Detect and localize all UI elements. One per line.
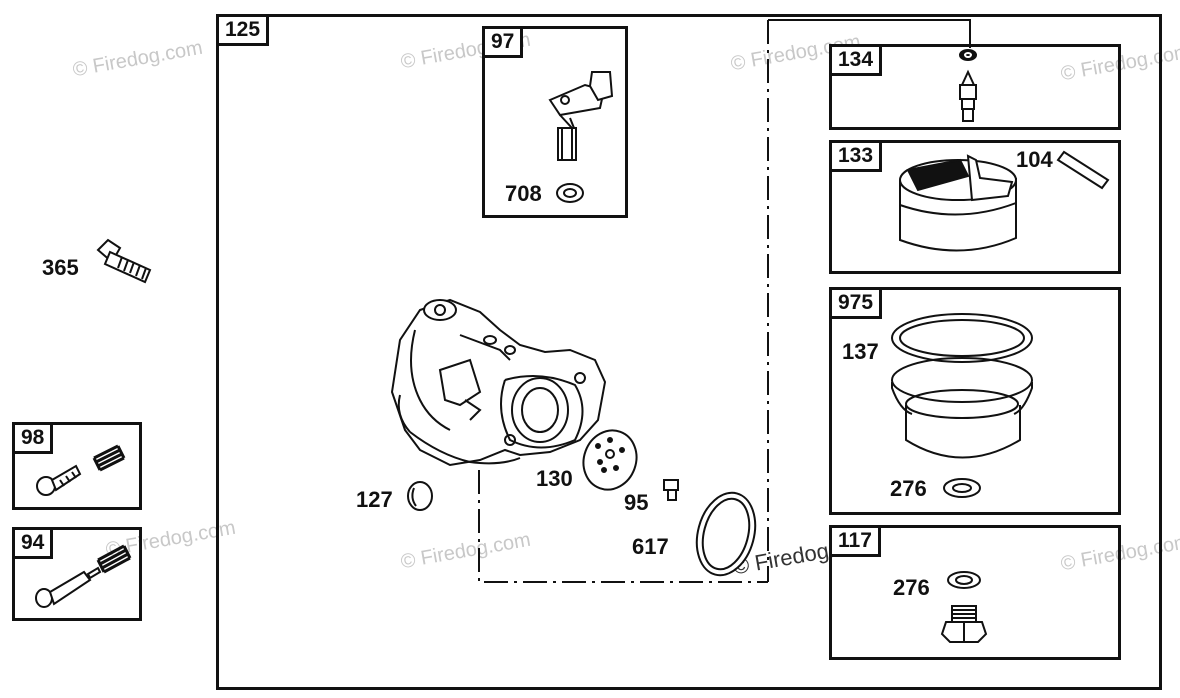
screw-98-drawing xyxy=(36,464,82,496)
group-97-tag: 97 xyxy=(485,29,524,58)
washer-276-drawing xyxy=(943,478,981,498)
washer-276-drawing xyxy=(947,571,981,589)
throttle-shaft-97-drawing xyxy=(548,71,614,161)
group-94-tag: 94 xyxy=(15,530,54,559)
welch-plug-127-drawing xyxy=(407,481,433,511)
screw-95-drawing xyxy=(663,479,679,501)
screw-94-drawing xyxy=(35,566,102,608)
float-133-drawing xyxy=(899,154,1017,252)
group-134-tag: 134 xyxy=(832,47,883,76)
gasket-130-drawing xyxy=(582,429,638,491)
bolt-365-drawing xyxy=(96,238,152,284)
group-133-frame: 133 xyxy=(829,140,1121,274)
group-133-tag: 133 xyxy=(832,143,883,172)
group-94-frame: 94 xyxy=(12,527,142,621)
group-98-frame: 98 xyxy=(12,422,142,510)
group-975-frame: 975 xyxy=(829,287,1121,515)
pin-104-drawing xyxy=(1056,150,1110,190)
drain-screw-117-drawing xyxy=(940,605,988,643)
group-134-frame: 134 xyxy=(829,44,1121,130)
group-125-tag: 125 xyxy=(219,17,270,46)
part-label-276: 276 xyxy=(893,575,930,600)
spring-98-drawing xyxy=(92,444,126,472)
bowl-975-drawing xyxy=(891,313,1033,459)
leader-line-dashed xyxy=(478,470,768,583)
part-label-617: 617 xyxy=(632,534,669,559)
seal-708-drawing xyxy=(556,183,584,203)
carburetor-body-drawing xyxy=(390,298,607,467)
group-117-frame: 117 xyxy=(829,525,1121,660)
group-97-frame: 97 xyxy=(482,26,628,218)
part-label-137: 137 xyxy=(842,339,879,364)
group-98-tag: 98 xyxy=(15,425,54,454)
part-label-365: 365 xyxy=(42,255,79,280)
needle-valve-134-drawing xyxy=(959,49,977,122)
part-label-130: 130 xyxy=(536,466,573,491)
o-ring-617-drawing xyxy=(695,491,757,577)
leader-line xyxy=(768,19,971,48)
part-label-127: 127 xyxy=(356,487,393,512)
spring-94-drawing xyxy=(96,544,132,574)
part-label-276: 276 xyxy=(890,476,927,501)
group-117-tag: 117 xyxy=(832,528,881,557)
group-125-frame: 125 xyxy=(216,14,1162,690)
group-975-tag: 975 xyxy=(832,290,883,319)
part-label-95: 95 xyxy=(624,490,649,515)
part-label-708: 708 xyxy=(505,181,542,206)
part-label-104: 104 xyxy=(1016,147,1053,172)
